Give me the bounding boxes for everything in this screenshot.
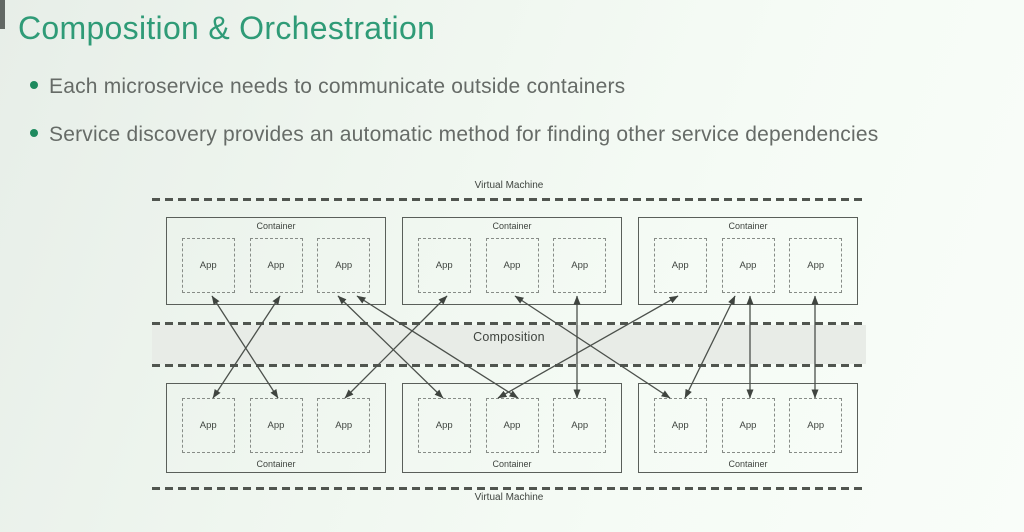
composition-label: Composition (473, 330, 545, 344)
app-box: App (653, 238, 707, 293)
app-box: App (317, 238, 371, 293)
vm-boundary-dashed-bottom (152, 487, 866, 490)
vm-label-bottom: Virtual Machine (474, 492, 544, 503)
vm-label-top: Virtual Machine (474, 180, 544, 191)
app-box: App (721, 238, 775, 293)
container-label: Container (728, 459, 768, 469)
app-box: App (553, 398, 607, 453)
app-box: App (485, 398, 539, 453)
app-box: App (417, 398, 471, 453)
app-box: App (181, 398, 235, 453)
bullet-text: Service discovery provides an automatic … (49, 123, 879, 147)
app-box: App (317, 398, 371, 453)
app-box: App (249, 398, 303, 453)
app-box: App (789, 238, 843, 293)
bullet-item: Each microservice needs to communicate o… (30, 73, 878, 100)
app-group: App App App (167, 398, 385, 453)
bullet-dot-icon (30, 129, 38, 138)
app-group: App App App (639, 238, 857, 293)
container-label: Container (492, 459, 532, 469)
bullet-list: Each microservice needs to communicate o… (30, 73, 878, 170)
app-group: App App App (403, 398, 621, 453)
app-box: App (417, 238, 471, 293)
app-group: App App App (639, 398, 857, 453)
container-label: Container (728, 221, 768, 231)
bullet-item: Service discovery provides an automatic … (30, 121, 878, 148)
container-box: Container App App App (638, 383, 858, 473)
bullet-text: Each microservice needs to communicate o… (49, 75, 626, 98)
app-group: App App App (403, 238, 621, 293)
slide-title: Composition & Orchestration (18, 10, 436, 46)
container-label: Container (492, 221, 532, 231)
app-box: App (181, 238, 235, 293)
app-box: App (789, 398, 843, 453)
app-box: App (553, 238, 607, 293)
vm-boundary-dashed-top (152, 198, 866, 201)
app-box: App (485, 238, 539, 293)
container-box: Container App App App (166, 383, 386, 473)
app-box: App (721, 398, 775, 453)
app-box: App (653, 398, 707, 453)
app-box: App (249, 238, 303, 293)
container-box: Container App App App (402, 383, 622, 473)
composition-border-bottom (152, 364, 866, 367)
container-label: Container (256, 221, 296, 231)
container-label: Container (256, 459, 296, 469)
bullet-dot-icon (30, 81, 38, 89)
app-group: App App App (167, 238, 385, 293)
screen-edge-artifact (0, 0, 5, 29)
